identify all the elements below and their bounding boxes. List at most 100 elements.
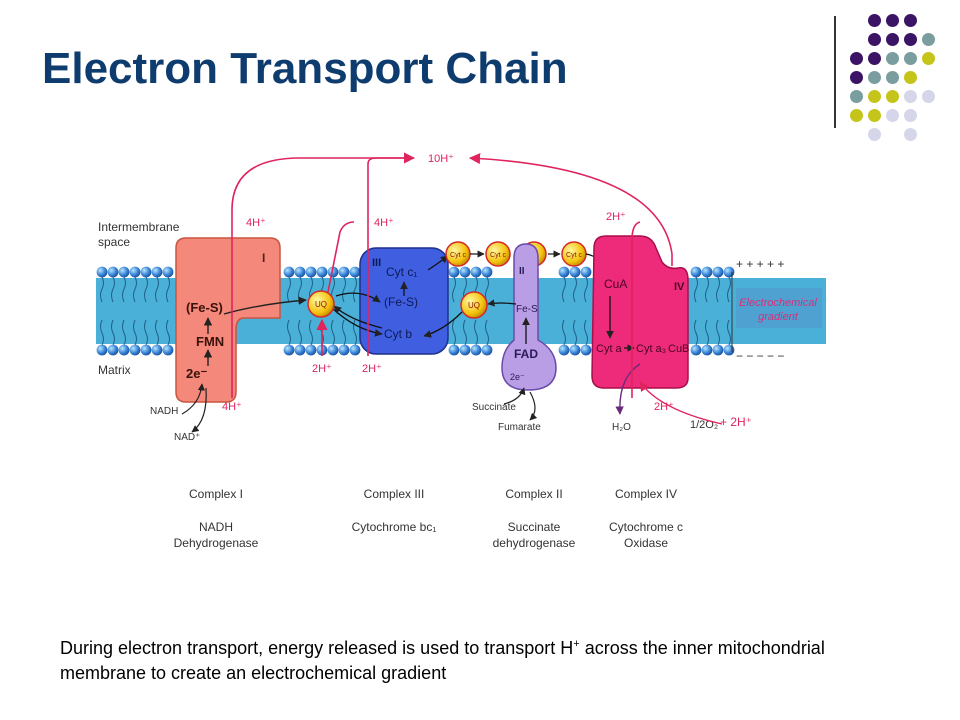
intermembrane-label-1: Intermembrane — [98, 220, 180, 234]
lipid-tail — [716, 319, 720, 346]
decorative-dot — [868, 109, 881, 122]
complex-II-fad: FAD — [514, 347, 538, 361]
vertical-divider — [834, 16, 836, 128]
proton-c3-left-bottom: 2H⁺ — [312, 363, 332, 375]
lipid-tail — [166, 276, 170, 303]
decorative-dot — [850, 71, 863, 84]
lipid-head — [162, 344, 174, 356]
lipid-head — [305, 344, 317, 356]
lipid-head — [712, 344, 724, 356]
complex-II-electrons: 2e⁻ — [510, 372, 525, 382]
lipid-head — [107, 344, 119, 356]
lipid-tail — [573, 276, 577, 303]
lipid-head — [338, 344, 350, 356]
lipid-tail — [342, 276, 346, 303]
lipid-tail — [584, 276, 588, 303]
caption: During electron transport, energy releas… — [60, 632, 890, 686]
lipid-head — [129, 266, 141, 278]
lipid-head — [316, 266, 328, 278]
legend-complex-I: Complex I — [189, 487, 243, 501]
decorative-dot — [886, 90, 899, 103]
decorative-dot — [886, 33, 899, 46]
proton-10h: 10H⁺ — [428, 153, 454, 165]
decorative-dot — [850, 52, 863, 65]
lipid-head — [459, 344, 471, 356]
lipid-tail — [111, 319, 115, 346]
minus-signs: − − − − − — [736, 349, 784, 363]
lipid-tail — [562, 319, 566, 346]
lipid-tail — [573, 319, 577, 346]
decorative-dot — [904, 33, 917, 46]
lipid-head — [448, 344, 460, 356]
gradient-box — [736, 288, 822, 328]
lipid-tail — [694, 319, 698, 346]
lipid-tail — [100, 276, 104, 303]
proton-c3-right-bottom: 2H⁺ — [362, 363, 382, 375]
uq-label-2: UQ — [468, 301, 480, 310]
lipid-tail — [309, 319, 313, 346]
lipid-tail — [452, 276, 456, 303]
legend-complex-IV-enzyme-2: Oxidase — [624, 536, 668, 550]
legend-complex-IV-enzyme-1: Cytochrome c — [609, 520, 683, 534]
intermembrane-label-2: space — [98, 235, 130, 249]
decorative-dot — [886, 109, 899, 122]
uq-carrier-1 — [307, 290, 335, 318]
lipid-tail — [463, 319, 467, 346]
gradient-label-2: gradient — [758, 311, 799, 323]
legend-complex-III-enzyme-1: Cytochrome bc₁ — [352, 520, 437, 534]
lipid-tail — [342, 319, 346, 346]
legend-complex-IV: Complex IV — [615, 487, 677, 501]
uq-carrier-2 — [460, 291, 488, 319]
cytc-carrier-2 — [485, 241, 511, 267]
lipid-tail — [133, 319, 137, 346]
lipid-head — [690, 344, 702, 356]
lipid-tail — [144, 276, 148, 303]
complex-III-cytb: Cyt b — [384, 327, 412, 341]
lipid-head — [305, 266, 317, 278]
decorative-dot — [922, 52, 935, 65]
lipid-tail — [122, 319, 126, 346]
complex-IV-cyta: Cyt a — [596, 343, 623, 355]
legend-complex-III: Complex III — [364, 487, 425, 501]
legend-complex-II-enzyme-2: dehydrogenase — [493, 536, 576, 550]
lipid-tail — [727, 319, 731, 346]
complex-I-fes: (Fe-S) — [186, 300, 223, 315]
slide-title: Electron Transport Chain — [42, 44, 568, 93]
lipid-tail — [122, 276, 126, 303]
decorative-dot — [922, 33, 935, 46]
succinate-label: Succinate — [472, 402, 516, 413]
legend-complex-II: Complex II — [505, 487, 562, 501]
lipid-head — [283, 266, 295, 278]
complex-I-numeral: I — [262, 251, 265, 265]
lipid-head — [118, 344, 130, 356]
lipid-head — [558, 344, 570, 356]
cytc-label-2: Cyt c — [490, 252, 506, 259]
lipid-tail — [694, 276, 698, 303]
lipid-head — [162, 266, 174, 278]
uq-label-1: UQ — [315, 300, 327, 309]
lipid-head — [459, 266, 471, 278]
lipid-tail — [287, 276, 291, 303]
lipid-tail — [155, 276, 159, 303]
complex-II-shape — [501, 243, 557, 391]
lipid-tail — [474, 319, 478, 346]
decorative-dot — [850, 109, 863, 122]
complex-II-numeral: II — [519, 266, 525, 277]
complex-IV-shape — [591, 235, 689, 389]
lipid-head — [723, 344, 735, 356]
lipid-tail — [144, 319, 148, 346]
lipid-head — [569, 266, 581, 278]
proton-c4-bottom: 2H⁺ — [654, 401, 674, 413]
lipid-tail — [298, 319, 302, 346]
caption-sup: + — [573, 638, 580, 650]
proton-c3-top: 4H⁺ — [374, 217, 394, 229]
decorative-dot — [904, 128, 917, 141]
lipid-tail — [353, 276, 357, 303]
gradient-label-1: Electrochemical — [739, 297, 817, 309]
lipid-head — [448, 266, 460, 278]
lipid-head — [151, 266, 163, 278]
decorative-dot-grid — [850, 14, 960, 159]
lipid-head — [481, 344, 493, 356]
lipid-tail — [727, 276, 731, 303]
